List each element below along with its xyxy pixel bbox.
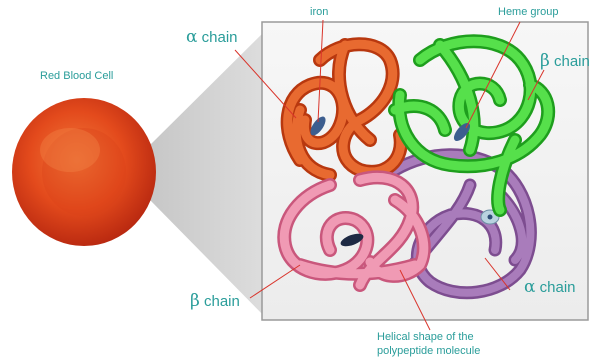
beta-chain-left-text: chain [204,293,240,310]
heme-group-label: Heme group [498,6,559,18]
beta-chain-right-label: β chain [540,52,590,71]
beta-chain-left-label: β chain [190,292,240,311]
heme-group-text: Heme group [498,6,559,18]
helical-line-2: polypeptide molecule [377,344,480,358]
alpha-chain-top-label: α chain [186,28,238,47]
alpha-symbol-top: α [186,27,197,47]
beta-chain-right-text: chain [554,53,590,70]
projection-cone [150,28,268,320]
red-blood-cell-label: Red Blood Cell [40,70,113,82]
iron-label: iron [310,6,328,18]
helical-line-1: Helical shape of the [377,330,480,344]
alpha-symbol-bottom: α [524,277,535,297]
alpha-chain-top-text: chain [202,29,238,46]
beta-symbol-left: β [190,291,200,311]
alpha-chain-bottom-label: α chain [524,278,576,297]
helical-shape-label: Helical shape of the polypeptide molecul… [377,330,480,358]
beta-symbol-right: β [540,51,550,71]
red-blood-cell-text: Red Blood Cell [40,70,113,82]
alpha-chain-bottom-text: chain [540,279,576,296]
red-blood-cell [12,98,156,246]
iron-text: iron [310,6,328,18]
